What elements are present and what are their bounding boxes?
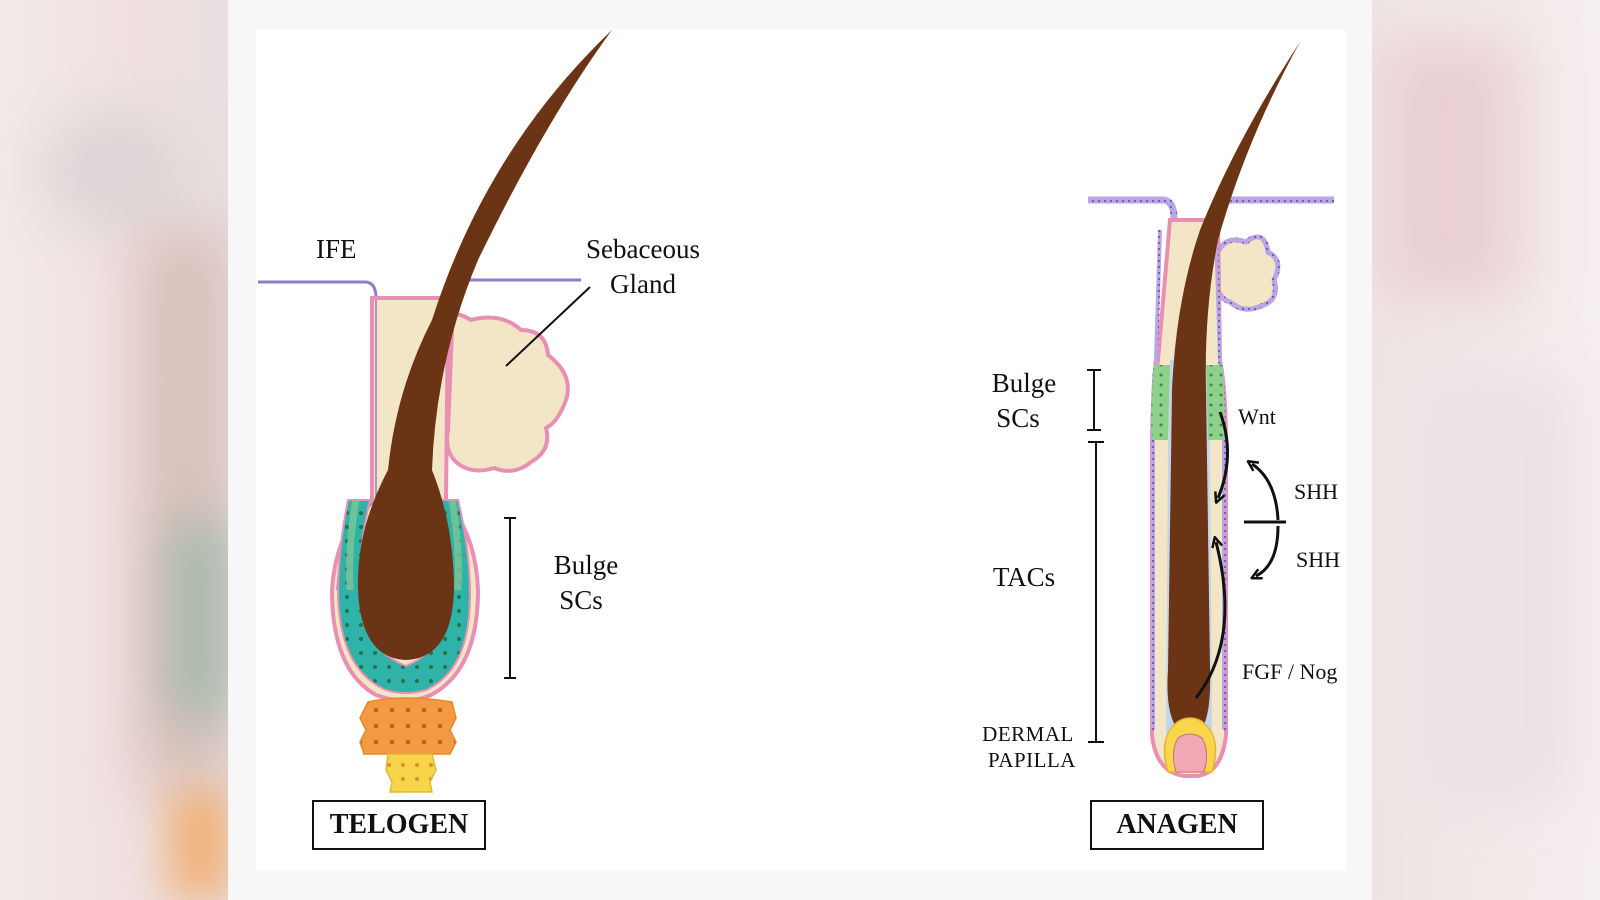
anagen-bulge-label-line2: SCs [996,403,1040,433]
shh-lower-arrow [1256,525,1280,576]
telogen-hair-club [357,30,612,660]
shh-upper-label: SHH [1294,479,1339,504]
telogen-bulge-label-line1: Bulge [553,550,619,580]
anagen-skin-left [1088,196,1178,219]
ife-surface-line [258,280,378,299]
skin-surface-right [450,278,581,299]
anagen-bulge-cells-left [1151,365,1170,440]
anagen-bulge-cells-right [1206,365,1225,440]
anagen-bulge-label-line1: Bulge [991,368,1057,398]
sebaceous-pointer [505,286,591,367]
telogen-stage-label: TELOGEN [312,800,486,850]
anagen-skin-right [1214,196,1334,219]
fgf-nog-arrow [1194,542,1227,699]
telogen-follicle [258,30,612,793]
tacs-label: TACs [992,562,1056,592]
telogen-bulge-label-line2: SCs [559,585,603,615]
anagen-tacs-bracket [1088,441,1104,743]
figure-panel: IFE Sebaceous Gland Bulge SCs TELOGEN Bu… [228,0,1372,900]
anagen-stage-label: ANAGEN [1090,800,1264,850]
telogen-dermal-papilla-orange [359,697,457,755]
dermal-papilla-label-line1: DERMAL [982,722,1074,746]
left-blurred-margin [0,0,230,900]
hair-follicle-diagram [258,30,1334,793]
right-blurred-margin [1372,0,1600,900]
wnt-label: Wnt [1238,404,1276,429]
sebaceous-gland-label-line2: Gland [610,269,676,299]
anagen-follicle [1087,42,1334,778]
telogen-bulge-bracket [504,517,516,679]
anagen-sebaceous-gland [1215,234,1281,312]
shh-lower-label: SHH [1296,547,1341,572]
dermal-papilla-label-line2: PAPILLA [988,748,1076,772]
telogen-dermal-papilla-yellow [385,753,437,793]
fgf-nog-label: FGF / Nog [1242,659,1338,684]
shh-upper-arrow [1252,464,1280,521]
sebaceous-gland-label-line1: Sebaceous [586,234,700,264]
ife-label: IFE [316,234,357,264]
anagen-hair-shaft [1167,42,1300,738]
anagen-bulge-bracket [1087,369,1101,431]
sebaceous-gland [445,312,570,473]
wnt-arrow [1218,411,1229,498]
diagram-canvas: IFE Sebaceous Gland Bulge SCs TELOGEN Bu… [256,30,1346,870]
